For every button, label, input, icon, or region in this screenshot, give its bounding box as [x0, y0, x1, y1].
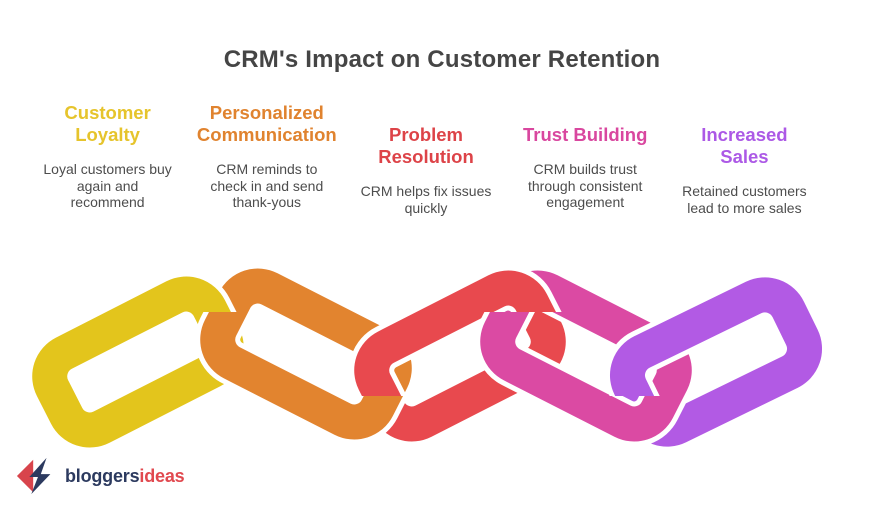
benefit-heading: Increased Sales	[701, 124, 788, 167]
benefit-heading: Problem Resolution	[378, 124, 474, 167]
chain-weave-junction-1	[41, 285, 235, 439]
benefit-column-problem-resolution: Problem Resolution CRM helps fix issues …	[346, 102, 505, 216]
chain-link-purple	[604, 272, 828, 452]
benefit-heading: Trust Building	[523, 124, 648, 145]
benefit-column-trust-building: Trust Building CRM builds trust through …	[506, 102, 665, 216]
benefit-description: CRM builds trust through consistent enga…	[528, 161, 643, 210]
benefit-description: CRM helps fix issues quickly	[360, 183, 492, 216]
chain-link-orange	[195, 263, 417, 445]
benefit-column-personalized-communication: Personalized Communication CRM reminds t…	[187, 102, 346, 216]
benefit-heading: Personalized Communication	[196, 102, 337, 145]
benefit-description: Retained customers lead to more sales	[682, 183, 807, 216]
benefit-description: Loyal customers buy again and recommend	[43, 161, 172, 210]
benefits-row: Customer Loyalty Loyal customers buy aga…	[28, 102, 824, 216]
chain-weave-junction-4	[489, 279, 683, 433]
logo-wordmark: bloggersideas	[65, 456, 185, 496]
benefit-heading: Customer Loyalty	[64, 102, 151, 145]
chain-link-yellow	[27, 271, 249, 453]
logo-text-ideas: ideas	[139, 466, 185, 486]
bloggersideas-logo: bloggersideas	[16, 456, 185, 496]
logo-text-bloggers: bloggers	[65, 466, 140, 486]
logo-triangle	[16, 459, 34, 493]
benefit-column-increased-sales: Increased Sales Retained customers lead …	[665, 102, 824, 216]
logo-bolt-icon	[29, 457, 51, 495]
chain-link-pink	[475, 265, 697, 447]
page-title: CRM's Impact on Customer Retention	[223, 46, 661, 73]
chain-weave-junction-2	[209, 277, 403, 431]
benefit-description: CRM reminds to check in and send thank-y…	[210, 161, 324, 210]
chain-weave-junction-3	[363, 279, 557, 433]
bloggersideas-icon	[16, 457, 51, 495]
benefit-column-customer-loyalty: Customer Loyalty Loyal customers buy aga…	[28, 102, 187, 216]
chain-link-red	[349, 265, 571, 447]
